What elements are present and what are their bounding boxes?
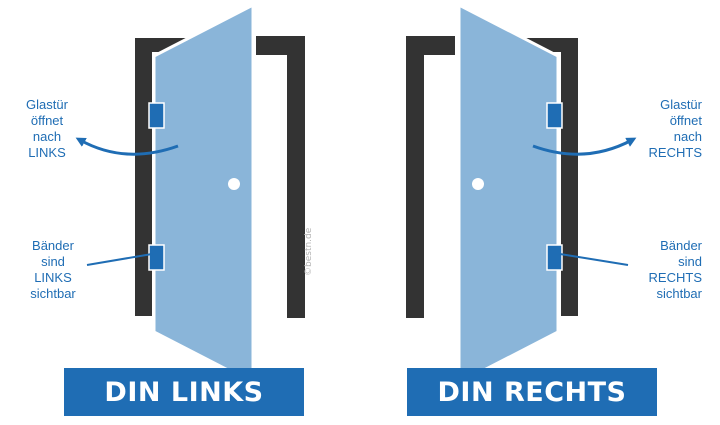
right-hinges-line-1: Bänder [660,238,702,253]
right-door-assembly [406,2,637,386]
right-opens-line-2: öffnet [669,113,702,128]
din-links-banner: DIN LINKS [64,368,304,416]
left-frame-lock-side [256,36,305,318]
right-frame-hinge-side [523,38,578,316]
right-opens-line-4: RECHTS [648,145,702,160]
left-opens-label: Glastür öffnet nach LINKS [16,97,78,161]
right-hinge-pointer [559,253,629,266]
left-hinges-line-4: sichtbar [30,286,76,301]
watermark: ©bestn.de [304,227,314,276]
left-hinge-pointer [86,253,153,266]
right-opens-line-3: nach [673,129,702,144]
left-hinges-line-2: sind [41,254,65,269]
right-hinges-line-3: RECHTS [648,270,702,285]
left-opens-line-2: öffnet [30,113,64,128]
right-door-knob [472,178,484,190]
left-glass-door [152,2,255,386]
left-hinges-line-3: LINKS [34,270,72,285]
left-hinges-line-1: Bänder [32,238,74,253]
right-open-arrow [532,137,637,156]
right-hinge-bottom [546,244,563,271]
right-glass-door [457,2,560,386]
left-door-assembly [75,2,305,386]
left-hinge-bottom [148,244,165,271]
right-frame-lock-side [406,36,455,318]
left-opens-line-1: Glastür [26,97,68,112]
din-rechts-banner: DIN RECHTS [407,368,657,416]
right-opens-label: Glastür öffnet nach RECHTS [612,97,702,161]
right-hinges-line-2: sind [678,254,702,269]
left-opens-line-3: nach [32,129,62,144]
left-door-knob [228,178,240,190]
left-hinges-label: Bänder sind LINKS sichtbar [22,238,84,302]
right-hinge-top [546,102,563,129]
left-open-arrow [75,137,179,156]
left-hinge-top [148,102,165,129]
right-opens-line-1: Glastür [660,97,702,112]
right-hinges-label: Bänder sind RECHTS sichtbar [612,238,702,302]
right-hinges-line-4: sichtbar [656,286,702,301]
left-opens-line-4: LINKS [28,145,66,160]
